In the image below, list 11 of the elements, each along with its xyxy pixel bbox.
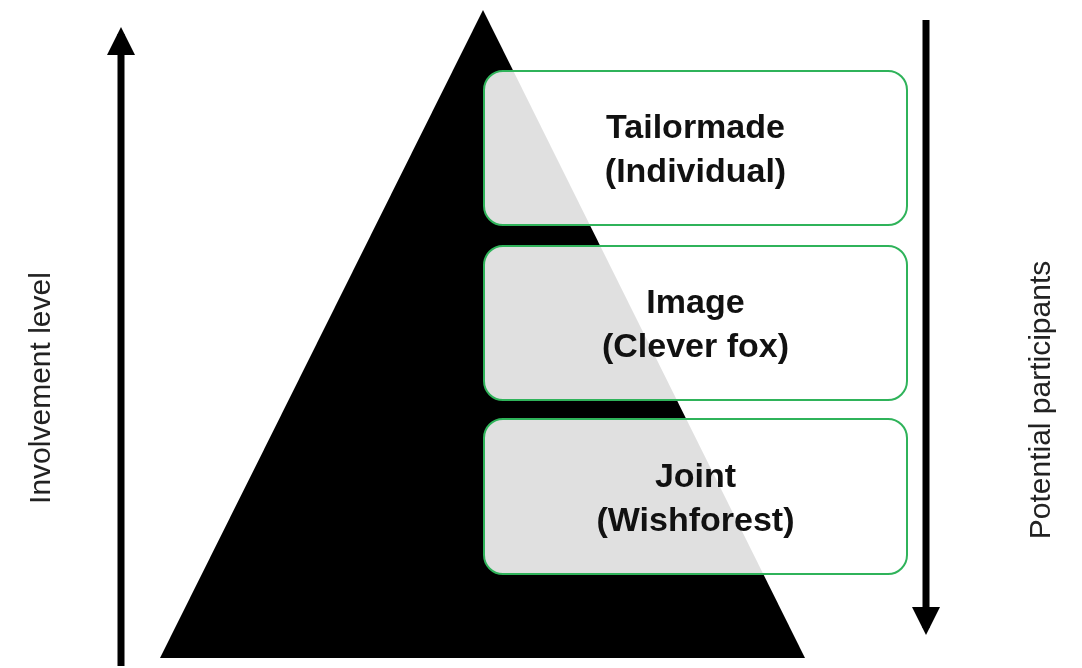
level-subtitle: (Wishforest): [596, 498, 795, 540]
axis-label: Involvement level: [23, 272, 57, 504]
level-title: Tailormade: [606, 106, 785, 147]
level-title: Joint: [654, 454, 737, 496]
level-title: Image: [646, 281, 745, 322]
level-box: [483, 418, 908, 575]
axis-label: Potential participants: [1023, 260, 1057, 540]
level-box: [483, 245, 908, 401]
level-subtitle: (Individual): [604, 150, 787, 191]
level-box: [483, 70, 908, 226]
level-subtitle: (Clever fox): [601, 325, 790, 366]
